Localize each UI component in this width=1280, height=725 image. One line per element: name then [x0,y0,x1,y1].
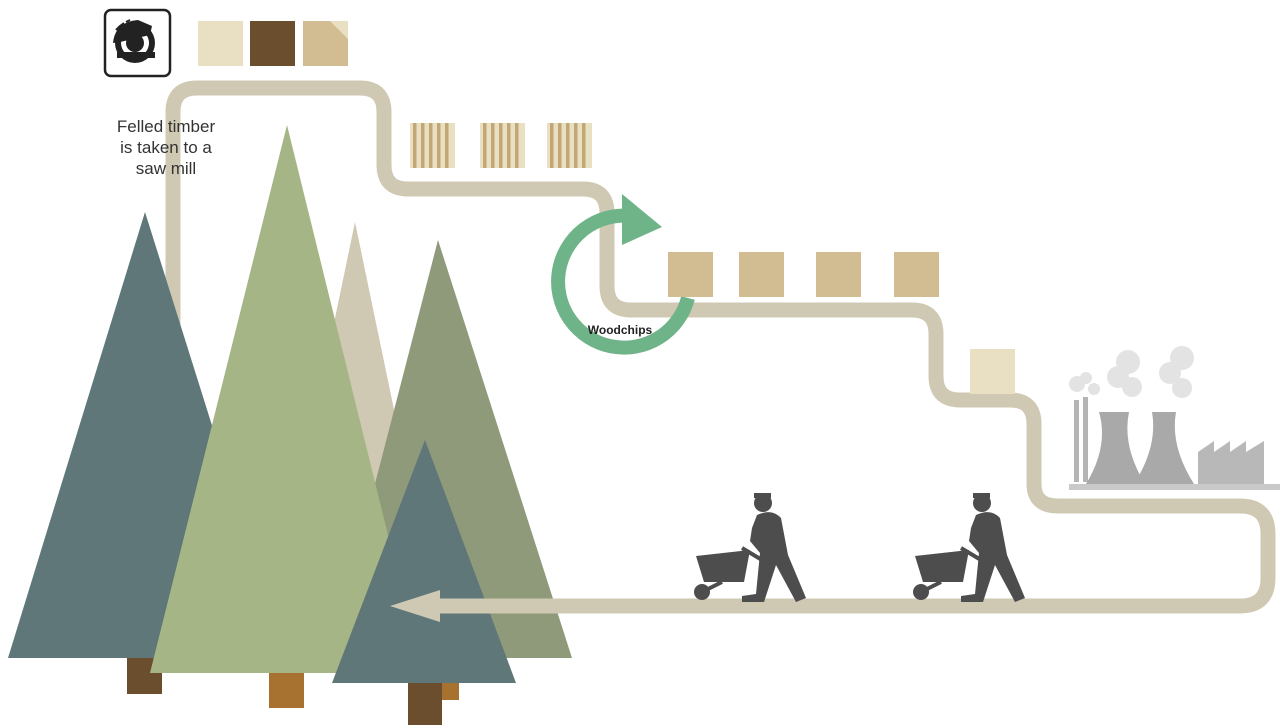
caption-line: is taken to a [96,137,236,158]
wood-square [739,252,784,297]
plank-square [410,123,455,168]
wood-square [894,252,939,297]
trunk-blue-front [408,683,442,725]
wheelbarrow-worker-icon [913,493,1025,602]
wood-samples-top [198,21,348,66]
felled-timber-caption: Felled timber is taken to a saw mill [96,116,236,179]
caption-line: Felled timber [96,116,236,137]
wheelbarrow-worker-icon [694,493,806,602]
factory-icon [1069,346,1280,490]
trunk-light-green [269,673,304,708]
plank-square [480,123,525,168]
wood-square [668,252,713,297]
wood-square-dark [250,21,295,66]
wood-samples-mid [668,252,1015,394]
wood-square-light [970,349,1015,394]
sawn-planks [410,123,592,168]
forest [8,125,572,725]
caption-line: saw mill [96,158,236,179]
woodchips-label: Woodchips [580,323,660,337]
circular-saw-icon [105,10,170,76]
wood-square [816,252,861,297]
wood-square-light [198,21,243,66]
plank-square [547,123,592,168]
